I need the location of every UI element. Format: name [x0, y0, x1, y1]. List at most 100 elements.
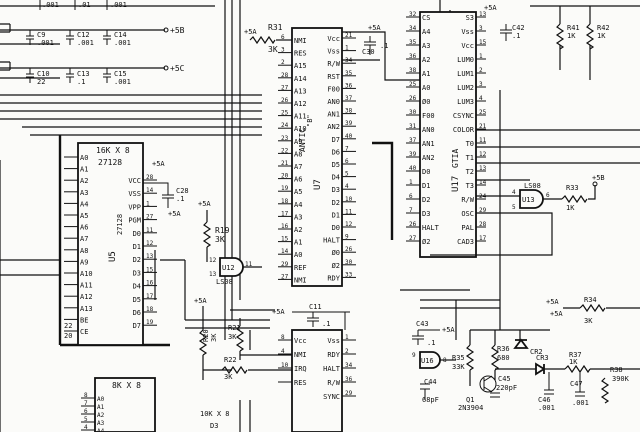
cap-value: .1	[427, 339, 435, 347]
pin-number: 35	[345, 70, 353, 77]
pin-number: 35	[409, 39, 417, 46]
pin-label: REF	[294, 264, 307, 272]
pin-label: D7	[133, 322, 141, 330]
pin-number: 12	[345, 221, 353, 228]
pin-label: NMI	[294, 351, 307, 359]
rom-body	[77, 142, 144, 346]
pin-label: HALT	[422, 224, 440, 232]
pin-label: A12	[294, 100, 307, 108]
pin-number: 25	[281, 110, 289, 117]
pin-number: 16	[146, 280, 154, 287]
pin-label: AN2	[327, 123, 340, 131]
gtia-chip: GTIA U17 CS32A434A335A236A138A025Ø026F00…	[406, 11, 487, 258]
pin-number: 3	[479, 25, 483, 32]
pin-label: A12	[80, 293, 93, 301]
pin-number: 36	[345, 376, 353, 383]
pin-number: 11	[345, 208, 353, 215]
pin-label: A6	[294, 176, 302, 184]
pin-label: HALT	[323, 237, 341, 245]
address-bus-lines	[0, 0, 262, 432]
pin-number: 40	[345, 133, 353, 140]
pin-number: 31	[409, 123, 417, 130]
pin-number: 1	[479, 53, 483, 60]
pin-label: A9	[80, 258, 88, 266]
pin-label: RES	[294, 379, 307, 387]
pin-number: 39	[345, 120, 353, 127]
vpp-supply-label: +5A	[168, 210, 181, 218]
pin-number: 19	[146, 319, 154, 326]
pin-number: 26	[281, 97, 289, 104]
cap-ref: C47	[570, 380, 583, 388]
pin-number: 2	[345, 348, 349, 355]
pin-label: A13	[294, 87, 307, 95]
resistor-value: 1K	[569, 358, 578, 366]
pin-number: 13	[479, 165, 487, 172]
pin-number: 18	[146, 306, 154, 313]
pin-number: 14	[281, 248, 289, 255]
and-gate	[519, 189, 544, 209]
pin-label: D2	[422, 196, 430, 204]
pin-number: 25	[409, 81, 417, 88]
pin-label: HALT	[323, 365, 341, 373]
pin-label: A2	[294, 226, 302, 234]
supply-label: +5A	[272, 308, 285, 316]
pin-number: 29	[345, 390, 353, 397]
rom-part: 27128	[98, 158, 122, 167]
cpu-body	[291, 329, 343, 432]
supply-label: +5A	[484, 4, 497, 12]
gtia-body	[419, 11, 477, 258]
pin-label: A3	[422, 42, 430, 50]
pin-label: BE	[80, 316, 88, 324]
pin-label: LUM2	[457, 84, 474, 92]
supply-label-5b: +5B	[170, 26, 185, 35]
pin-number: 36	[409, 53, 417, 60]
pin-number: 38	[345, 108, 353, 115]
pin-number: 27	[409, 235, 417, 242]
pin-number: 17	[281, 210, 289, 217]
pin-label: A4	[422, 28, 430, 36]
cap-value-top-2: .01	[78, 1, 91, 9]
pin-number: 12	[479, 151, 487, 158]
pin-number: 27	[281, 84, 289, 91]
pin-number: 34	[345, 57, 353, 64]
gate-pin: 6	[546, 192, 550, 199]
resistor-ref: R19	[215, 226, 230, 235]
r19-u12-block: +5A R19 3K U12 LS08 12 13 11	[198, 200, 262, 286]
antic-mark: "B"	[306, 114, 314, 127]
pin-label: NMI	[294, 276, 307, 284]
pin-number: 2	[281, 59, 285, 66]
pin-label: A4	[80, 200, 88, 208]
pin-number: 29	[479, 207, 487, 214]
resistor-value: 3K	[224, 373, 233, 381]
pin-number: 34	[409, 25, 417, 32]
pin-label: Ø2	[332, 262, 340, 270]
pin-label: SYNC	[323, 393, 340, 401]
cap-value: .001	[114, 78, 131, 86]
pin-label: LUM0	[457, 56, 474, 64]
antic-ref: U7	[313, 179, 323, 190]
and-gate	[419, 351, 441, 369]
pin-label: Vss	[461, 28, 474, 36]
resistor-ref: R36	[497, 345, 510, 353]
pin-number: 30	[345, 259, 353, 266]
pin-label: AN0	[327, 98, 340, 106]
cap-value-top-1: .001	[42, 1, 59, 9]
pin-label: A1	[97, 404, 105, 411]
cap-ref: C30	[362, 48, 375, 56]
cap-ref: C15	[114, 70, 127, 78]
gate-ref: U16	[421, 357, 434, 365]
pin-number: 1	[345, 45, 349, 52]
pin-number: 26	[345, 246, 353, 253]
pin-label: D2	[133, 256, 141, 264]
pin-label: A0	[294, 251, 302, 259]
pin-label: A0	[97, 396, 105, 403]
cap-ref: C42	[512, 24, 525, 32]
pin-label: RES	[294, 50, 307, 58]
pin-number: 4	[281, 348, 285, 355]
pin-number: 21	[345, 32, 353, 39]
gtia-name: GTIA	[451, 149, 460, 168]
decoupling-strip: .001 .01 .001 C9 .001 C12 .001 C14 .001 …	[0, 0, 215, 86]
pin-label: R/W	[327, 60, 340, 68]
pin-label: A2	[422, 56, 430, 64]
pin-label: D3	[332, 186, 340, 194]
